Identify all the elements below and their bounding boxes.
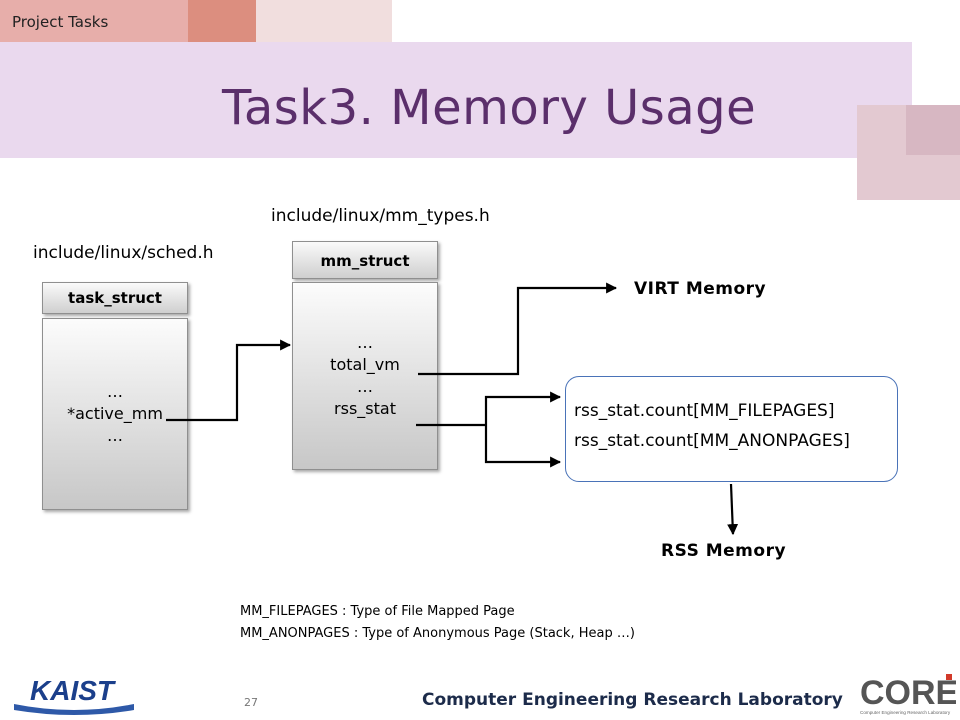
task-struct-header: task_struct [42,282,188,314]
rss-anonpages-connector [484,425,562,468]
header-decoration-block [256,0,392,42]
core-logo: CORE Computer Engineering Research Labor… [860,674,956,715]
task-struct-field: *active_mm [67,404,163,423]
rss-memory-label: RSS Memory [661,541,787,561]
side-decoration-block [906,105,960,155]
core-logo-text: CORE [860,674,956,712]
mm-types-file-label: include/linux/mm_types.h [271,206,490,226]
page-title: Task3. Memory Usage [222,80,757,136]
rss-anonpages-line: rss_stat.count[MM_ANONPAGES] [574,431,850,451]
note-filepages: MM_FILEPAGES : Type of File Mapped Page [240,604,515,619]
virt-memory-label: VIRT Memory [634,279,767,299]
rss-memory-connector [727,483,739,536]
mm-struct-field: … [357,377,373,396]
page-number: 27 [244,696,258,709]
sched-file-label: include/linux/sched.h [33,243,214,263]
lab-name: Computer Engineering Research Laboratory [422,690,843,710]
active-mm-connector [166,339,292,422]
mm-struct-body: … total_vm … rss_stat [292,282,438,470]
kaist-logo-text: KAIST [30,675,117,706]
rss-stat-box: rss_stat.count[MM_FILEPAGES] rss_stat.co… [565,376,898,482]
title-band [0,42,912,158]
core-logo-subtext: Computer Engineering Research Laboratory [860,710,951,715]
task-struct-body: … *active_mm … [42,318,188,510]
kaist-logo: KAIST [14,675,134,715]
task-struct-field: … [107,382,123,401]
note-anonpages: MM_ANONPAGES : Type of Anonymous Page (S… [240,626,635,641]
total-vm-connector [418,282,618,376]
task-struct-field: … [107,426,123,445]
rss-filepages-connector [484,391,562,425]
rss-filepages-line: rss_stat.count[MM_FILEPAGES] [574,401,835,421]
mm-struct-field: rss_stat [334,399,396,418]
mm-struct-field: total_vm [330,355,400,374]
mm-struct-header: mm_struct [292,241,438,279]
mm-struct-field: … [357,333,373,352]
section-tag: Project Tasks [12,13,109,31]
